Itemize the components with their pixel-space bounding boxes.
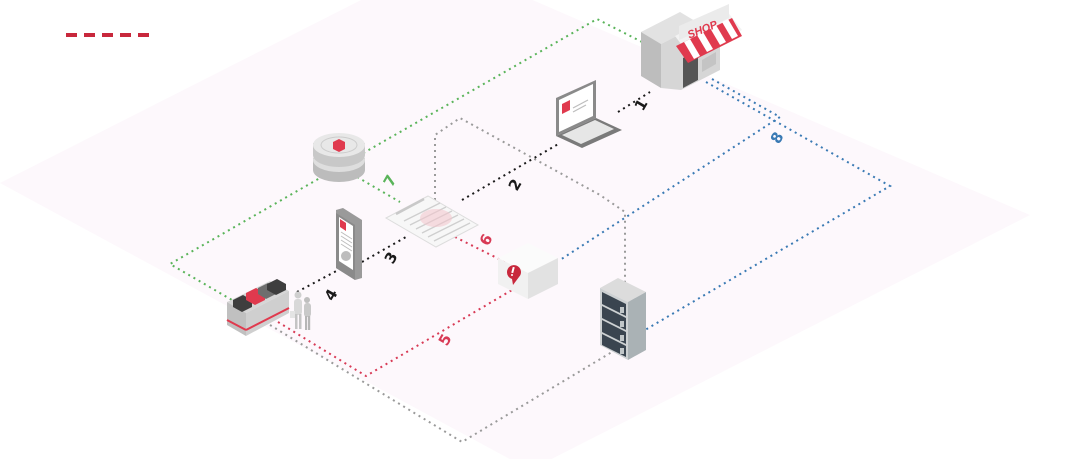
server-node[interactable]: [600, 278, 646, 360]
shop-node[interactable]: SHOP: [641, 4, 742, 90]
cube-node[interactable]: [498, 243, 558, 299]
flow-line-black-1: [617, 91, 651, 113]
customers-node[interactable]: [290, 291, 311, 331]
laptop-node[interactable]: [556, 80, 622, 148]
flow-line-blue-inner: [559, 78, 782, 261]
flow-line-gray-top: [434, 116, 626, 285]
alert-cube-icon: [498, 243, 558, 299]
laptop-icon: [556, 80, 622, 148]
mobile-phone-icon: [336, 208, 362, 280]
flow-line-blue-outer: [644, 81, 893, 331]
flow-line-black-4: [296, 267, 343, 293]
token-vault-icon: [313, 133, 365, 182]
flow-line-black-3: [361, 236, 407, 263]
phone-node[interactable]: [336, 208, 362, 280]
server-rack-icon: [600, 278, 646, 360]
people-icon: [290, 291, 311, 330]
pos-node[interactable]: [226, 279, 290, 336]
vault-node[interactable]: [313, 133, 365, 182]
document-node[interactable]: [384, 195, 480, 248]
document-icon: [384, 195, 480, 248]
flow-line-black-2: [461, 142, 561, 201]
storefront-icon: [641, 4, 742, 90]
flow-line-red-5: [277, 289, 513, 378]
flow-line-green: [167, 17, 643, 301]
floor-plane: [0, 0, 1030, 459]
pos-terminal-icon: [226, 279, 290, 336]
